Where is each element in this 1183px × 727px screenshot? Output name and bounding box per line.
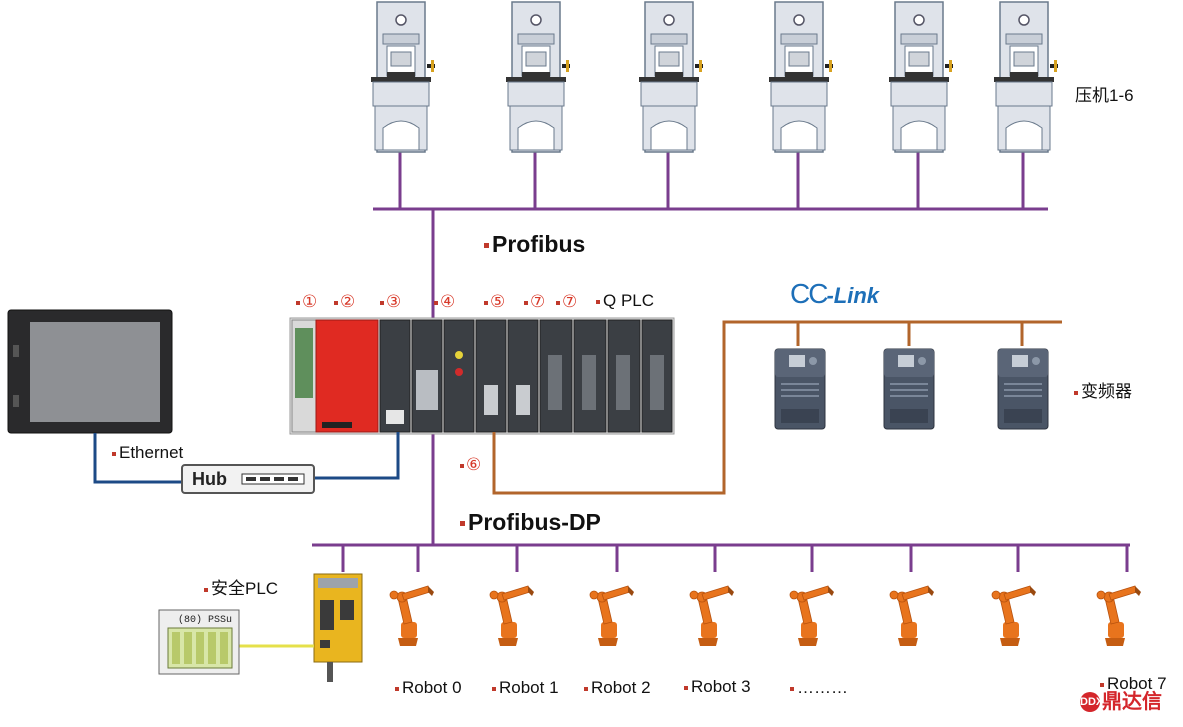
q-plc-rack — [289, 317, 675, 435]
slot-number-4: ④ — [434, 293, 455, 310]
profibus-dp-bus — [312, 543, 1130, 572]
robot-2 — [589, 585, 635, 647]
ethernet-label: Ethernet — [112, 444, 183, 461]
press-machine-3 — [638, 1, 704, 153]
profibus-label: Profibus — [484, 233, 585, 256]
press-label: 压机1-6 — [1075, 86, 1134, 105]
inverters — [774, 348, 1049, 430]
pssu-label: (80) PSSu — [178, 615, 233, 626]
robot-label-more: ……… — [790, 679, 848, 696]
slot-number-3: ③ — [380, 293, 401, 310]
robot-6 — [991, 585, 1037, 647]
safety-plc — [313, 573, 363, 682]
robot-label-1: Robot 1 — [492, 679, 559, 696]
slot-number-1: ① — [296, 293, 317, 310]
press-machine-6 — [993, 1, 1059, 153]
robot-label-2: Robot 2 — [584, 679, 651, 696]
slot-number-6: ⑥ — [460, 456, 481, 473]
robot-3 — [689, 585, 735, 647]
watermark-logo: DDX鼎达信 — [1080, 691, 1162, 713]
watermark-mark-icon: DDX — [1080, 692, 1103, 712]
inverter-label: 变频器 — [1074, 383, 1132, 400]
inverter-1 — [774, 348, 826, 430]
hmi-panel — [7, 309, 173, 434]
cclink-bus — [492, 320, 1062, 495]
inverter-2 — [883, 348, 935, 430]
hub-label: Hub — [192, 469, 227, 489]
robot-5 — [889, 585, 935, 647]
robot-0 — [389, 585, 435, 647]
robot-label-3: Robot 3 — [684, 678, 751, 695]
slot-number-2: ② — [334, 293, 355, 310]
robot-label-0: Robot 0 — [395, 679, 462, 696]
press-machine-5 — [888, 1, 954, 153]
slot-number-5: ⑤ — [484, 293, 505, 310]
slot-number-7b: ⑦ — [556, 293, 577, 310]
ethernet-links — [93, 432, 400, 484]
profibus-top-bus — [373, 150, 1048, 545]
inverter-3 — [997, 348, 1049, 430]
press-machine-4 — [768, 1, 834, 153]
robot-1 — [489, 585, 535, 647]
robot-label-7: Robot 7 — [1100, 675, 1167, 692]
press-machines — [370, 1, 1059, 153]
profibus-dp-label: Profibus-DP — [460, 511, 601, 534]
pssu-module — [158, 609, 240, 675]
safety-plc-label: 安全PLC — [204, 580, 278, 597]
press-machine-1 — [370, 1, 436, 153]
press-machine-2 — [505, 1, 571, 153]
hub-device — [181, 464, 315, 494]
robot-4 — [789, 585, 835, 647]
robots — [389, 585, 1142, 647]
cclink-logo: CC-Link — [790, 278, 880, 309]
robot-7 — [1096, 585, 1142, 647]
slot-number-7a: ⑦ — [524, 293, 545, 310]
q-plc-label: Q PLC — [596, 292, 654, 309]
